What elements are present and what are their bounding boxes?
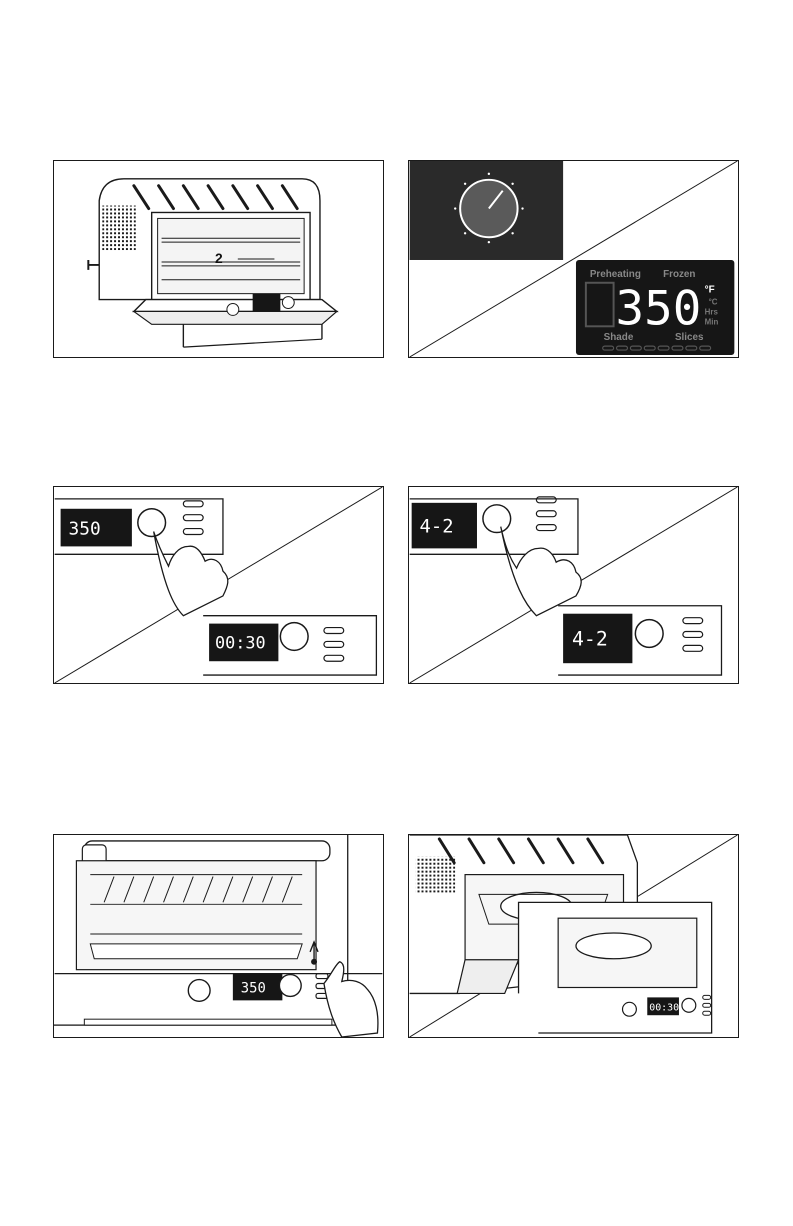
display-top-value: 4-2	[420, 517, 454, 538]
door-handle[interactable]	[84, 841, 330, 861]
control-dial[interactable]	[454, 173, 524, 244]
temperature-readout: 350	[616, 281, 702, 336]
step-panel-set-temperature: Preheating Frozen 350 °F °C Hrs Min Shad…	[408, 160, 739, 358]
right-dial[interactable]	[279, 975, 301, 997]
rack-position-label: 2	[215, 250, 223, 266]
step-panel-rack-position: 2	[53, 160, 384, 358]
unit-hours: Hrs	[705, 307, 719, 316]
pizza-bottom	[576, 933, 651, 959]
left-dial[interactable]	[188, 980, 210, 1002]
press-start-illustration: 350	[54, 835, 383, 1037]
step-panel-set-shade: 4-2 4-2	[408, 486, 739, 684]
right-dial[interactable]	[682, 998, 696, 1012]
oven-display-value: 00:30	[649, 1002, 679, 1013]
oven-display-value: 350	[241, 980, 266, 996]
preheating-indicator: Preheating	[590, 269, 641, 280]
step-panel-insert-food: 00:30	[408, 834, 739, 1038]
slices-indicator: Slices	[675, 332, 704, 343]
frozen-indicator: Frozen	[663, 269, 695, 280]
press-dial-set-shade-illustration: 4-2 4-2	[409, 487, 738, 683]
display-bottom-value: 4-2	[572, 627, 608, 650]
left-dial[interactable]	[623, 1002, 637, 1016]
unit-celsius: °C	[709, 298, 718, 307]
insert-pizza-illustration: 00:30	[409, 835, 738, 1037]
dial-top[interactable]	[483, 505, 511, 533]
unit-minutes: Min	[705, 317, 719, 326]
dial-bottom[interactable]	[280, 623, 308, 651]
display-bottom-value: 00:30	[215, 632, 266, 652]
dial-bottom[interactable]	[635, 620, 663, 648]
shade-indicator: Shade	[604, 332, 634, 343]
oven-open-rack-illustration: 2	[54, 161, 383, 357]
unit-fahrenheit: °F	[705, 285, 715, 296]
step-panel-set-time: 350 00:30	[53, 486, 384, 684]
dial-top[interactable]	[138, 509, 166, 537]
press-dial-set-time-illustration: 350 00:30	[54, 487, 383, 683]
display-top-value: 350	[69, 519, 101, 540]
step-panel-start: 350	[53, 834, 384, 1038]
dial-and-display-illustration: Preheating Frozen 350 °F °C Hrs Min Shad…	[409, 161, 738, 357]
